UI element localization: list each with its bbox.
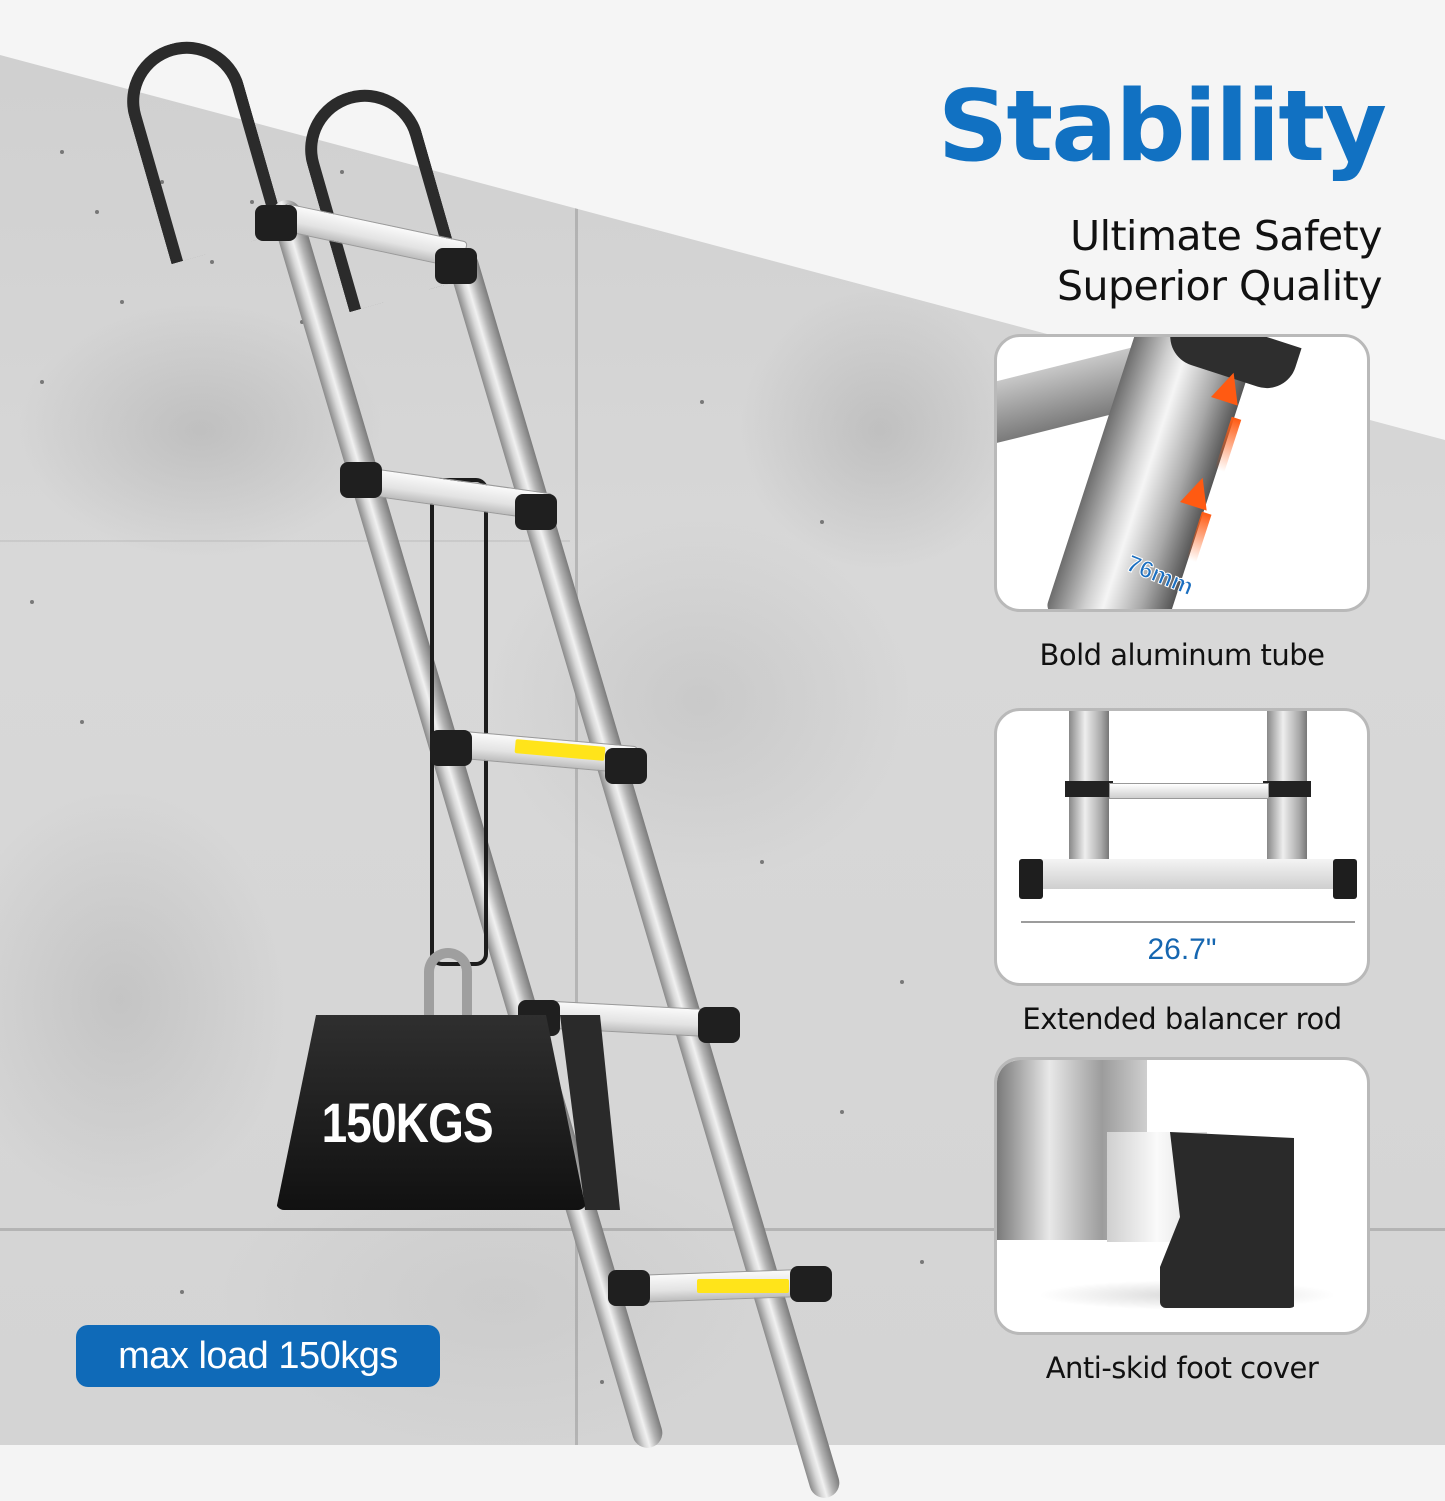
max-load-badge: max load 150kgs [76,1325,440,1387]
foot-cap [1333,859,1357,899]
balancer-rod [1021,859,1357,889]
step-clamp [255,205,297,241]
step-clamp [605,748,647,784]
step-clamp [790,1266,832,1302]
step-clamp [430,730,472,766]
foot-cap [1019,859,1043,899]
step-clamp [340,462,382,498]
wall-seam [0,540,570,542]
step-clamp [435,248,477,284]
feature-caption-balancer-rod: Extended balancer rod [1022,1002,1342,1036]
dimension-line [1021,921,1355,923]
hanging-rope [430,478,488,966]
rod-width-label: 26.7" [1147,933,1217,966]
wall-seam [0,1228,1445,1231]
feature-panel-balancer-rod: 26.7" [994,708,1370,986]
weight-shackle [424,948,472,1028]
headline-title: Stability [937,70,1387,184]
feature-caption-foot-cover: Anti-skid foot cover [1045,1351,1319,1385]
step-clamp [698,1007,740,1043]
weight-label: 150KGS [321,1091,494,1154]
feature-panel-aluminum-tube: 76mm [994,334,1370,612]
step-clamp [608,1270,650,1306]
ladder-rung [1109,783,1269,799]
warning-label [697,1279,789,1293]
subtitle-line-2: Superior Quality [1057,262,1383,310]
feature-panel-foot-cover [994,1057,1370,1335]
subtitle-line-1: Ultimate Safety [1070,212,1382,260]
feature-caption-aluminum-tube: Bold aluminum tube [1039,638,1325,672]
wall-seam [575,200,578,1445]
anti-skid-foot-icon [1160,1132,1294,1308]
weight-block [276,1015,586,1210]
step-clamp [515,494,557,530]
